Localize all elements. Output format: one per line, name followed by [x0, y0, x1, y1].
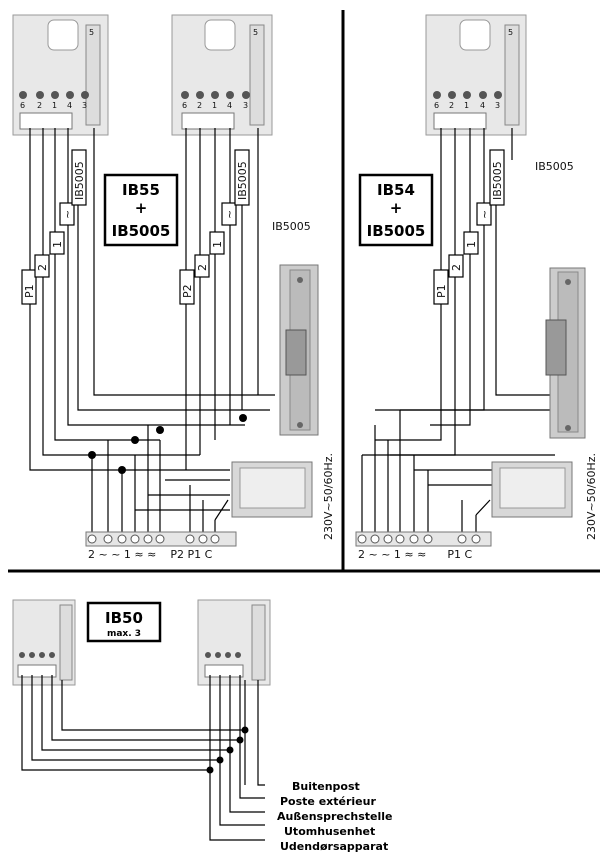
tag-1-c: 1 [465, 241, 478, 248]
legend-da: Udendørsapparat [280, 840, 388, 853]
tag-ib5005-c: IB5005 [491, 161, 504, 200]
ib5005-side-label-left: IB5005 [272, 220, 311, 233]
unit3-term-4: 4 [480, 101, 485, 110]
tag-2-c: 2 [450, 264, 463, 271]
unit1-term-3: 3 [82, 101, 87, 110]
unit2-term-5: 5 [253, 28, 258, 37]
terminal-strip-left [85, 531, 237, 547]
top-right-wires [361, 128, 555, 535]
ib54-title: IB54 [377, 181, 415, 199]
ib54-title2: IB5005 [367, 222, 426, 240]
tag-p1-a: P1 [23, 284, 36, 298]
unit2-term-4: 4 [227, 101, 232, 110]
door-station-3: 5 6 2 1 4 3 [425, 14, 527, 136]
bottom-legend: Buitenpost Poste extérieur Außensprechst… [277, 780, 392, 853]
unit3-term-1: 1 [464, 101, 469, 110]
unit2-term-2: 2 [197, 101, 202, 110]
tag-tilde-a: ~ [61, 210, 74, 219]
top-right-wire-tags: P1 2 1 ~ IB5005 [433, 149, 505, 305]
legend-sv: Utomhusenhet [284, 825, 375, 838]
ib55-plus: + [135, 199, 148, 217]
bottom-wires [21, 675, 265, 841]
power-label-right: 230V~50/60Hz. [585, 453, 598, 540]
ib55-title: IB55 [122, 181, 160, 199]
tag-2-a: 2 [36, 264, 49, 271]
bottom-junctions [206, 726, 249, 774]
tag-tilde-b: ~ [223, 210, 236, 219]
unit2-term-3: 3 [243, 101, 248, 110]
legend-fr: Poste extérieur [280, 795, 376, 808]
door-strike-right [545, 267, 586, 439]
unit1-term-1: 1 [52, 101, 57, 110]
unit1-term-4: 4 [67, 101, 72, 110]
door-strike-left [279, 264, 319, 436]
ib5005-side-label-right: IB5005 [535, 160, 574, 173]
power-label-left: 230V~50/60Hz. [322, 453, 335, 540]
legend-nl: Buitenpost [292, 780, 360, 793]
legend-de: Außensprechstelle [277, 810, 392, 823]
tag-p1-c: P1 [435, 284, 448, 298]
terminal-labels-right: 2 ~ ~ 1 ≈ ≈ P1 C [358, 548, 472, 561]
ib54-title-box: IB54 + IB5005 [358, 173, 434, 247]
ib55-title2: IB5005 [112, 222, 171, 240]
unit1-term-5: 5 [89, 28, 94, 37]
ib54-plus: + [390, 199, 403, 217]
door-station-2: 5 6 2 1 4 3 [171, 14, 273, 136]
terminal-strip-right [355, 531, 492, 547]
unit3-term-5: 5 [508, 28, 513, 37]
unit1-term-2: 2 [37, 101, 42, 110]
unit3-term-3: 3 [495, 101, 500, 110]
tag-tilde-c: ~ [478, 210, 491, 219]
tag-ib5005-a: IB5005 [73, 161, 86, 200]
unit1-term-6: 6 [20, 101, 25, 110]
tag-ib5005-b: IB5005 [236, 161, 249, 200]
unit2-term-6: 6 [182, 101, 187, 110]
tag-2-b: 2 [196, 264, 209, 271]
tag-1-b: 1 [211, 241, 224, 248]
ib50-subtitle: max. 3 [107, 629, 141, 639]
ib50-title: IB50 [105, 609, 143, 627]
top-left-junctions [88, 414, 247, 474]
top-left-wire-tags: P1 2 1 ~ IB5005 P2 2 1 ~ IB5005 [21, 149, 250, 305]
tag-1-a: 1 [51, 241, 64, 248]
tag-p2-b: P2 [181, 284, 194, 298]
door-station-4 [12, 599, 76, 686]
unit3-term-6: 6 [434, 101, 439, 110]
transformer-left [231, 461, 313, 518]
unit3-term-2: 2 [449, 101, 454, 110]
ib55-title-box: IB55 + IB5005 [103, 173, 179, 247]
terminal-labels-left: 2 ~ ~ 1 ≈ ≈ P2 P1 C [88, 548, 213, 561]
door-station-1: 5 6 2 1 4 3 [12, 14, 109, 136]
ib50-title-box: IB50 max. 3 [86, 601, 162, 643]
transformer-right [491, 461, 573, 518]
door-station-5 [197, 599, 271, 686]
unit2-term-1: 1 [212, 101, 217, 110]
